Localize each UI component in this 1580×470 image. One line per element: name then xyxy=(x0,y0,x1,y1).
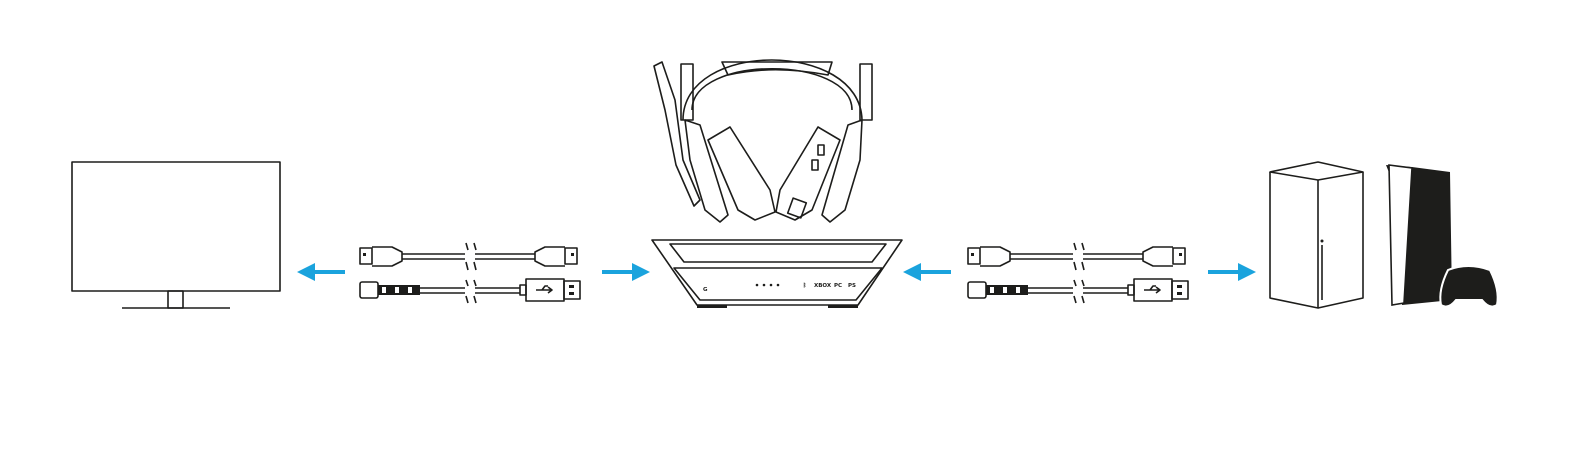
monitor xyxy=(71,161,281,309)
logitech-g-logo: G xyxy=(703,287,708,293)
arrow-right-icon xyxy=(1208,263,1256,281)
arrow-left-icon xyxy=(903,263,951,281)
label-pc: PC xyxy=(834,283,842,289)
arrow-right-icon xyxy=(602,263,650,281)
arrows xyxy=(297,263,1256,281)
controller xyxy=(1439,265,1499,308)
label-ps: PS xyxy=(848,283,856,289)
xbox-console xyxy=(1269,161,1364,309)
cable-set-left xyxy=(359,242,581,304)
headset xyxy=(653,59,873,223)
playstation-console xyxy=(1386,164,1452,306)
base-station: G ᛒ XBOX PC PS xyxy=(651,239,903,308)
bluetooth-icon: ᛒ xyxy=(803,282,806,289)
label-xbox: XBOX xyxy=(814,283,832,289)
led-dots xyxy=(755,283,780,287)
cable-set-right xyxy=(967,242,1189,304)
arrow-left-icon xyxy=(297,263,345,281)
